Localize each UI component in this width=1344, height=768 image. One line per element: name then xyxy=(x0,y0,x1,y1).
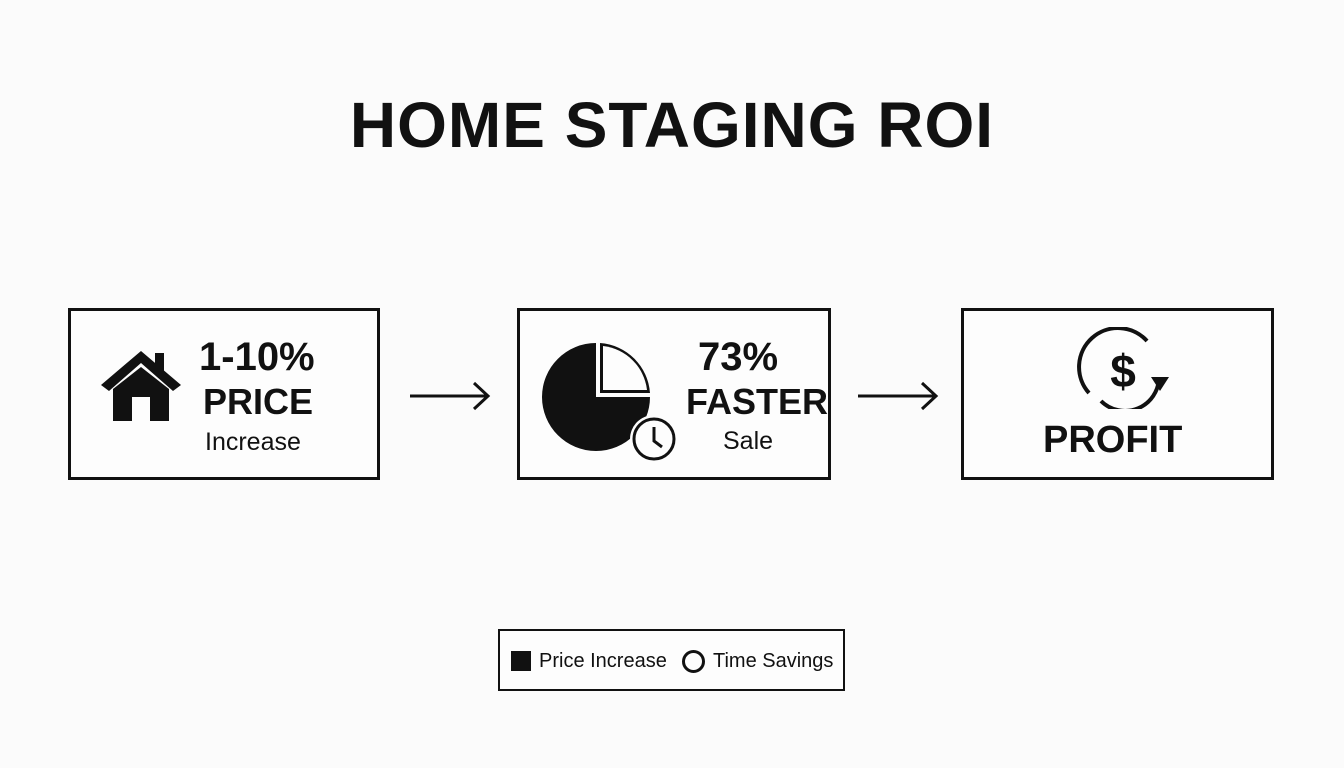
price-label: PRICE xyxy=(203,381,314,422)
page-title: HOME STAGING ROI xyxy=(349,89,995,161)
profit-label: PROFIT xyxy=(1043,419,1183,461)
time-savings-marker xyxy=(682,650,705,673)
svg-text:$: $ xyxy=(1110,345,1136,397)
arrow-right-icon xyxy=(410,381,491,411)
pie-clock-icon xyxy=(542,343,678,463)
price-value: 1-10% xyxy=(199,335,315,379)
faster-sale-box: 73% FASTER Sale xyxy=(517,308,831,480)
arrow-right-icon xyxy=(858,381,939,411)
house-icon xyxy=(101,351,181,421)
faster-value: 73% xyxy=(698,335,779,379)
price-increase-box: 1-10% PRICE Increase xyxy=(68,308,380,480)
legend-price-increase: Price Increase xyxy=(539,650,667,672)
dollar-cycle-icon: $ xyxy=(1077,327,1169,409)
legend: Price Increase Time Savings xyxy=(498,629,845,691)
profit-box: $ PROFIT xyxy=(961,308,1274,480)
legend-time-savings: Time Savings xyxy=(713,650,834,672)
faster-label: FASTER xyxy=(686,381,829,422)
faster-sublabel: Sale xyxy=(723,427,774,455)
price-sublabel: Increase xyxy=(205,428,301,456)
price-increase-marker xyxy=(511,651,531,671)
